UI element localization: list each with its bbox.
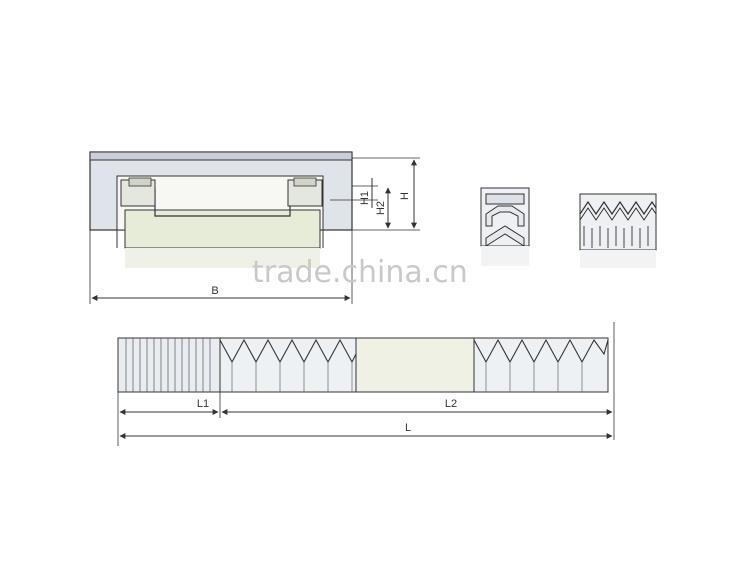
expanded-folds-right: [473, 337, 609, 393]
right-pad: [293, 177, 317, 187]
label-h2: H2: [375, 201, 387, 215]
label-l: L: [405, 422, 411, 434]
watermark: trade.china.cn: [252, 255, 468, 290]
housing-top-band: [89, 151, 353, 161]
middle-plate: [355, 337, 475, 393]
label-b: B: [211, 285, 218, 297]
side-length-view: L1 L2 L: [117, 322, 615, 446]
base-reflection: [125, 248, 320, 268]
label-h: H: [399, 192, 411, 200]
label-h1: H1: [359, 191, 371, 205]
fold-profile-view: [480, 187, 530, 266]
left-pad: [128, 177, 152, 187]
label-l1: L1: [197, 398, 209, 410]
label-l2: L2: [445, 398, 457, 410]
pleat-pattern-view: [579, 193, 657, 268]
cross-section-view: H H2 H1 B: [89, 151, 420, 304]
